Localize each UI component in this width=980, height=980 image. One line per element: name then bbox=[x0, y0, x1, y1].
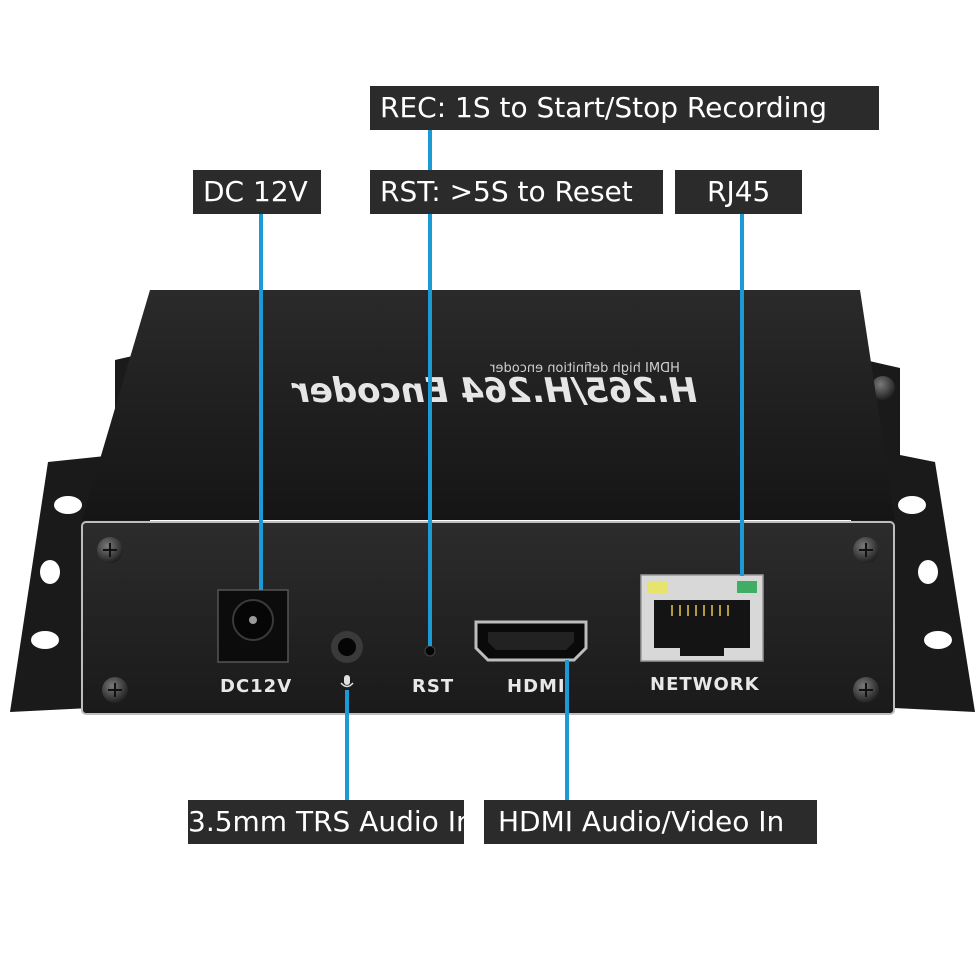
callout-rec: REC: 1S to Start/Stop Recording bbox=[370, 86, 879, 130]
device-front-panel bbox=[81, 521, 895, 715]
screw-icon bbox=[853, 537, 879, 563]
device-subtitle: HDMI high definition encoder bbox=[489, 361, 679, 376]
callout-audio: 3.5mm TRS Audio In bbox=[188, 800, 464, 844]
rj45-port bbox=[640, 574, 764, 662]
callout-rj45: RJ45 bbox=[675, 170, 802, 214]
leader-line-rj45 bbox=[740, 214, 744, 576]
device-top-panel bbox=[82, 290, 895, 520]
screw-icon bbox=[97, 537, 123, 563]
port-label-hdmi: HDMI bbox=[507, 676, 566, 697]
callout-hdmi: HDMI Audio/Video In bbox=[484, 800, 817, 844]
port-label-network: NETWORK bbox=[650, 674, 760, 695]
callout-rst: RST: >5S to Reset bbox=[370, 170, 663, 214]
callout-dc: DC 12V bbox=[193, 170, 321, 214]
reset-pinhole bbox=[424, 645, 436, 657]
screw-icon bbox=[853, 677, 879, 703]
leader-line-dc bbox=[259, 214, 263, 590]
device-title: H.265/H.264 Encoder bbox=[291, 371, 697, 411]
port-label-rst: RST bbox=[412, 676, 455, 697]
port-label-dc: DC12V bbox=[220, 676, 293, 697]
microphone-icon bbox=[340, 675, 354, 688]
leader-line-rst bbox=[428, 214, 432, 646]
leader-line-hdmi bbox=[565, 660, 569, 800]
leader-line-audio bbox=[345, 690, 349, 800]
screw-icon bbox=[102, 677, 128, 703]
dc-power-jack bbox=[217, 589, 289, 663]
hdmi-port bbox=[474, 620, 588, 662]
audio-jack bbox=[331, 631, 363, 663]
leader-line-rec bbox=[428, 130, 432, 170]
